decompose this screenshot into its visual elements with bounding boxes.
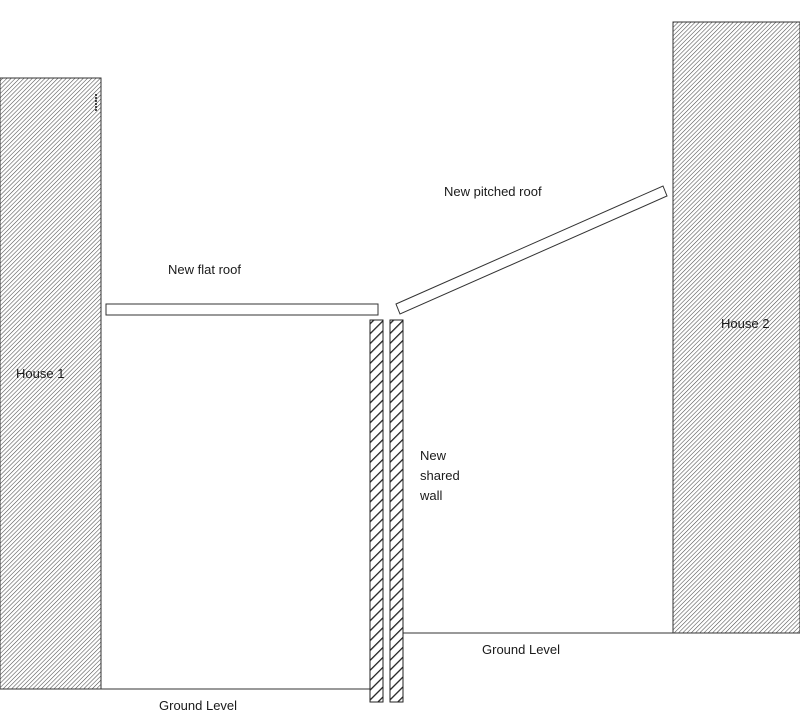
house-2-block — [672, 21, 800, 634]
shared-wall-label-line-2: shared — [420, 468, 460, 483]
shared-wall-right-leaf — [389, 319, 404, 703]
shared-wall-left-leaf — [369, 319, 384, 703]
house-1-label: House 1 — [16, 366, 64, 381]
ground-level-right-label: Ground Level — [482, 642, 560, 657]
house-1-block — [0, 77, 102, 690]
ground-level-left-label: Ground Level — [159, 698, 237, 713]
pitched-roof — [395, 185, 668, 315]
flat-roof-label: New flat roof — [168, 262, 241, 277]
shared-wall-label-line-3: wall — [419, 488, 443, 503]
house-2-label: House 2 — [721, 316, 769, 331]
pitched-roof-label: New pitched roof — [444, 184, 542, 199]
shared-wall-label-line-1: New — [420, 448, 447, 463]
flat-roof — [105, 303, 379, 316]
